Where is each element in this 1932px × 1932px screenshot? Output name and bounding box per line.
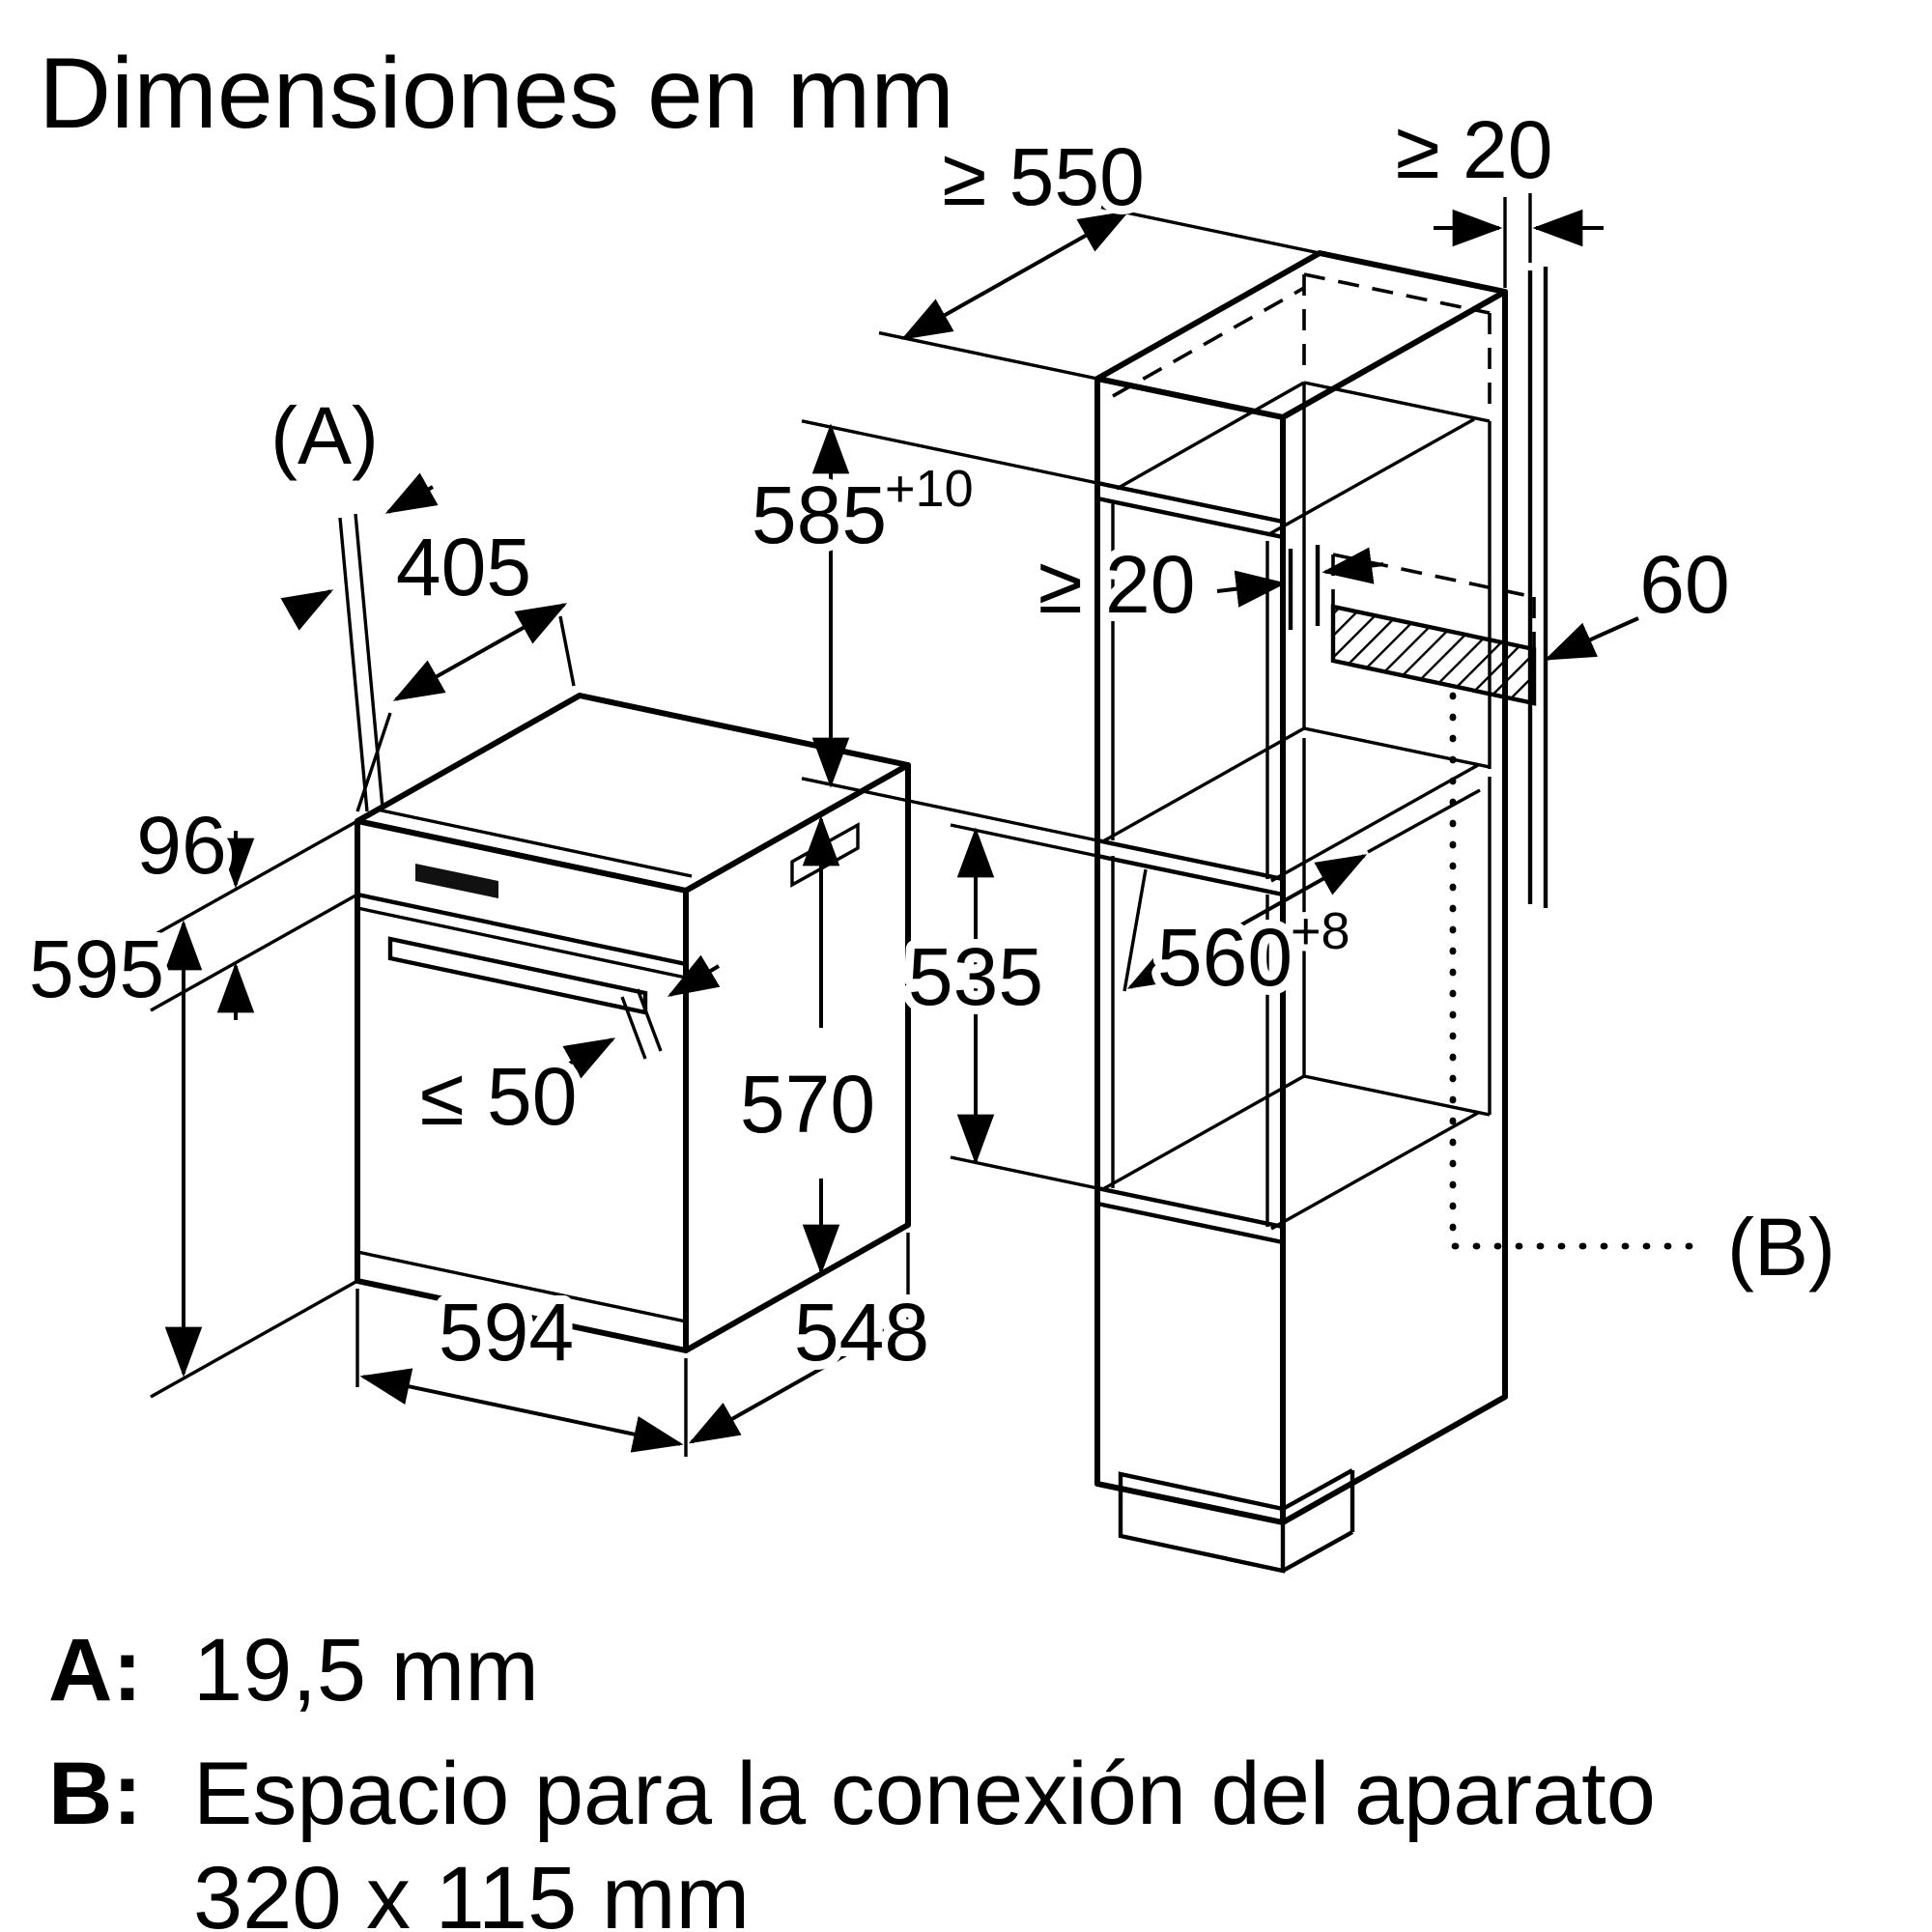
leader-line-b [1449,692,1704,1250]
dim-60: 60 [1544,530,1739,661]
dim-label-594: 594 [439,1287,574,1378]
dim-label-a: (A) [270,390,379,481]
dim-label-585: 585 [752,469,887,560]
dim-550: ≥ 550 [878,123,1321,381]
dim-label-585-sup: +10 [885,460,974,518]
dim-label-535: 535 [908,931,1043,1022]
connection-area-hatch [1330,604,1537,706]
dim-label-20-mid: ≥ 20 [1038,539,1196,630]
legend-a-key: A: [48,1621,142,1719]
dim-560: 560 +8 [1122,788,1481,1011]
dim-a: (A) [262,382,439,812]
oven-front-face [355,818,689,1353]
oven-top-lip-line [376,808,693,878]
dim-label-550: ≥ 550 [942,131,1145,222]
dim-585: 585 +10 [743,419,1098,842]
page-title: Dimensiones en mm [39,38,954,150]
oven-dimensions: (A) 405 96 595 ≤ 50 [20,382,938,1457]
oven-door-bottom-line [356,1250,687,1323]
dim-label-560-sup: +8 [1291,902,1350,960]
dim-label-50: ≤ 50 [420,1051,578,1142]
dim-20-mid: ≥ 20 [1030,530,1384,639]
legend-b-value-line1: Espacio para la conexión del aparato [193,1745,1656,1843]
dim-label-60: 60 [1639,539,1729,630]
legend-b-value-line2: 320 x 115 mm [193,1849,750,1932]
top-shelf-edge [1096,480,1284,525]
dim-535: 535 [899,823,1098,1190]
dim-20-top: ≥ 20 [1387,96,1604,288]
legend: A: 19,5 mm B: Espacio para la conexión d… [48,1621,1656,1932]
dim-label-595: 595 [29,923,164,1014]
dim-label-570: 570 [740,1059,875,1150]
oven-door-top-line [356,906,687,980]
dim-label-96: 96 [136,800,226,891]
oven-control-panel-line [356,892,687,967]
rear-wall-lines [1527,267,1548,908]
cabinet-plinth [1118,1468,1355,1574]
legend-b-key: B: [48,1745,142,1843]
dim-594: 594 [355,1278,688,1457]
lower-floor-edge [1096,1185,1284,1230]
label-b: (B) [1727,1202,1835,1293]
oven-drawing [355,693,911,1353]
dim-label-20-top: ≥ 20 [1396,104,1553,195]
oven-display [415,864,498,898]
dim-548: 548 [688,1233,938,1444]
top-shelf-edge-2 [1096,496,1284,540]
dim-595: 595 [20,915,358,1399]
cabinet-interior-lines [1100,381,1492,1231]
dim-405: 405 [355,513,576,812]
legend-a-value: 19,5 mm [193,1621,539,1719]
lower-floor-edge-2 [1096,1201,1284,1245]
dim-label-560: 560 [1157,912,1293,1003]
dim-label-405: 405 [396,522,531,612]
dim-50: ≤ 50 [412,954,721,1151]
dim-label-548: 548 [794,1287,929,1378]
dim-570: 570 [731,815,884,1275]
cabinet-dimensions: ≥ 550 ≥ 20 585 +10 ≥ 20 60 [743,96,1844,1301]
